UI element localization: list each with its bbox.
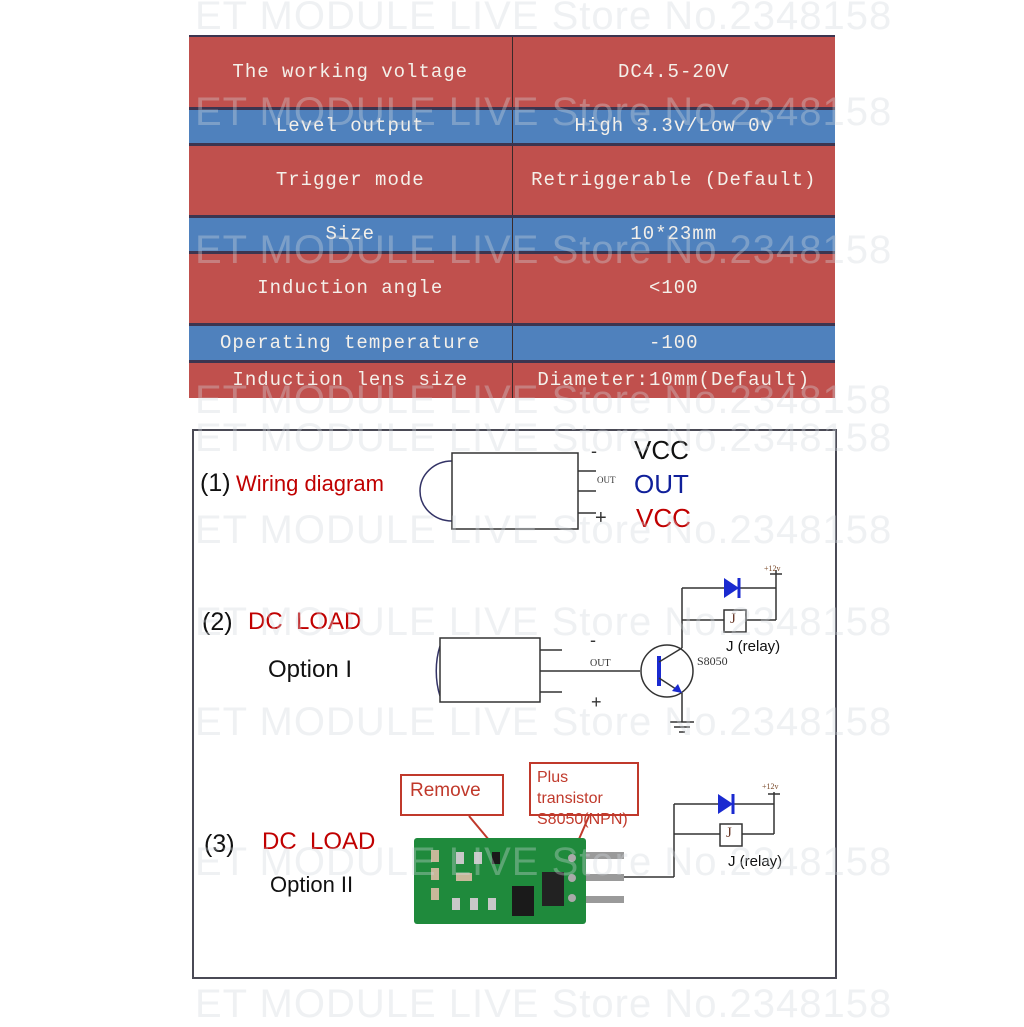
relay-icon: [723, 609, 747, 633]
pcb-diagram: [414, 792, 780, 924]
relay-symbol: J: [730, 611, 736, 627]
panel-number: (2): [202, 608, 233, 636]
panel-title: DC LOAD: [262, 828, 376, 855]
diode-icon: [718, 794, 735, 814]
pin-minus-label: -: [590, 630, 596, 650]
spec-label: Induction lens size: [189, 361, 513, 398]
spec-row: Induction angle <100: [189, 252, 835, 326]
spec-label: The working voltage: [189, 35, 513, 110]
panel-number: (1): [200, 469, 231, 497]
transistor-label: S8050: [697, 654, 728, 668]
supply-label: +12v: [762, 782, 779, 791]
callout-line-2: S8050(NPN): [537, 811, 628, 828]
supply-label: +12v: [764, 564, 781, 573]
vcc-negative-label: VCC: [634, 435, 689, 465]
spec-label: Size: [189, 216, 513, 254]
relay-icon: [719, 823, 743, 847]
spec-row: Induction lens size Diameter:10mm(Defaul…: [189, 361, 835, 398]
panel-subtitle: Option I: [268, 656, 353, 683]
sensor-module-icon: [435, 637, 640, 703]
pin-plus-label: +: [595, 507, 607, 529]
spec-label: Trigger mode: [189, 144, 513, 218]
npn-transistor-icon: [640, 588, 694, 722]
spec-value: Diameter:10mm(Default): [512, 361, 835, 398]
add-transistor-callout: Plus transistor S8050(NPN): [529, 762, 639, 828]
vcc-positive-label: VCC: [636, 503, 691, 533]
spec-row: Size 10*23mm: [189, 216, 835, 254]
spec-row: Operating temperature -100: [189, 324, 835, 363]
spec-label: Induction angle: [189, 252, 513, 326]
pin-out-label: OUT: [590, 658, 611, 669]
watermark: ET MODULE LIVE Store No.2348158: [195, 982, 893, 1026]
out-label: OUT: [634, 469, 689, 499]
panel-subtitle: Option II: [270, 872, 354, 897]
panel-title: DC LOAD: [248, 608, 362, 635]
spec-row: Trigger mode Retriggerable (Default): [189, 144, 835, 218]
pin-plus-label: +: [591, 692, 602, 712]
ground-icon: [670, 721, 694, 733]
dc-load-option-1-panel: (2) DC LOAD Option I: [192, 550, 837, 750]
pcb-board-icon: [414, 838, 586, 924]
spec-value: DC4.5-20V: [512, 35, 835, 110]
pin-minus-label: -: [591, 441, 597, 461]
spec-table: The working voltage DC4.5-20V Level outp…: [189, 35, 835, 398]
relay-label: J (relay): [728, 853, 783, 870]
relay-label: J (relay): [726, 638, 781, 655]
circuit-schematic: [435, 570, 782, 733]
remove-callout: Remove: [400, 774, 504, 816]
spec-value: <100: [512, 252, 835, 326]
relay-symbol: J: [726, 825, 732, 841]
spec-row: The working voltage DC4.5-20V: [189, 35, 835, 110]
watermark: ET MODULE LIVE Store No.2348158: [195, 0, 893, 38]
remove-callout-text: Remove: [410, 780, 481, 801]
spec-value: High 3.3v/Low 0v: [512, 108, 835, 146]
spec-row: Level output High 3.3v/Low 0v: [189, 108, 835, 146]
spec-value: -100: [512, 324, 835, 363]
callout-line-1: Plus transistor: [537, 769, 603, 807]
panel-number: (3): [204, 830, 235, 858]
pin-out-label: OUT: [597, 475, 616, 485]
spec-label: Level output: [189, 108, 513, 146]
spec-value: 10*23mm: [512, 216, 835, 254]
diode-icon: [724, 578, 741, 598]
spec-label: Operating temperature: [189, 324, 513, 363]
panel-title: Wiring diagram: [236, 471, 384, 496]
wiring-diagram-panel: (1) Wiring diagram - OUT + VCC OUT VCC: [192, 429, 837, 552]
sensor-module-icon: [419, 452, 596, 530]
header-pins-icon: [584, 852, 624, 903]
spec-value: Retriggerable (Default): [512, 144, 835, 218]
dc-load-option-2-panel: (3) DC LOAD Option II Remove Plus transi…: [192, 748, 837, 979]
